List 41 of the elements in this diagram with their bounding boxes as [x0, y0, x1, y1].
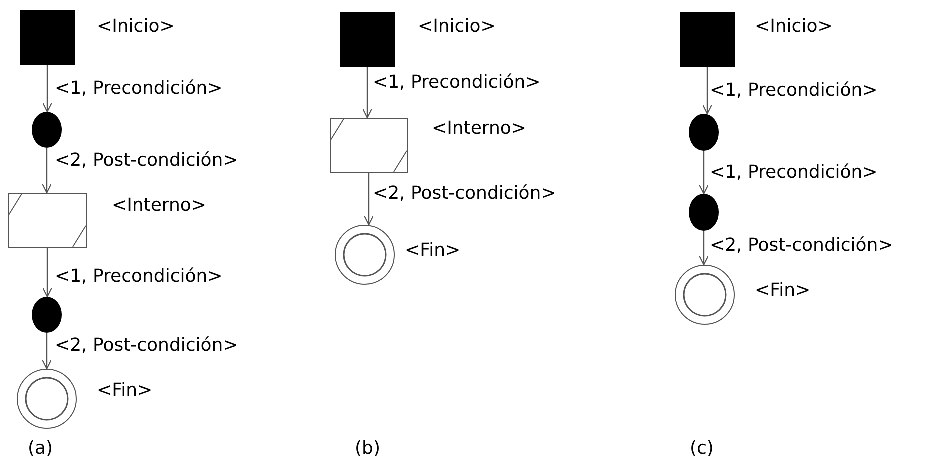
end-state-circle — [675, 265, 735, 325]
state-ellipse — [689, 114, 719, 151]
edge-label: <2, Post-condición> — [373, 183, 556, 205]
state-label: <Inicio> — [755, 16, 833, 38]
panel-label: (c) — [690, 438, 714, 460]
state-label: <Fin> — [405, 240, 461, 262]
arrow — [702, 67, 713, 115]
internal-state-box — [330, 118, 408, 173]
edge-label: <1, Precondición> — [373, 72, 541, 94]
edge-label: <2, Post-condición> — [55, 150, 238, 172]
state-label: <Inicio> — [97, 16, 175, 38]
end-state-circle — [17, 369, 77, 429]
arrow — [42, 65, 53, 113]
arrow — [42, 148, 52, 194]
state-label: <Fin> — [755, 280, 811, 302]
start-square — [340, 12, 395, 67]
arrow — [42, 248, 53, 298]
internal-state-box — [8, 193, 87, 248]
start-square — [680, 12, 735, 67]
state-label: <Interno> — [432, 118, 527, 140]
arrow — [698, 231, 710, 266]
state-label: <Interno> — [112, 195, 207, 217]
arrow — [362, 67, 373, 119]
edge-label: <2, Post-condición> — [55, 335, 238, 357]
panel-label: (a) — [28, 438, 54, 460]
edge-label: <1, Precondición> — [710, 80, 878, 102]
state-ellipse — [32, 297, 62, 333]
end-state-circle — [335, 225, 395, 285]
edge-label: <2, Post-condición> — [710, 235, 894, 257]
panel-label: (b) — [355, 438, 380, 460]
start-square — [20, 10, 75, 65]
arrow — [698, 151, 710, 195]
arrow — [42, 333, 52, 370]
edge-label: <1, Precondición> — [55, 78, 223, 100]
state-ellipse — [32, 112, 62, 148]
edge-label: <1, Precondición> — [710, 162, 878, 184]
edge-label: <1, Precondición> — [55, 266, 223, 288]
arrow — [364, 173, 374, 226]
state-label: <Inicio> — [418, 16, 496, 38]
state-label: <Fin> — [97, 380, 153, 402]
state-ellipse — [689, 194, 719, 231]
